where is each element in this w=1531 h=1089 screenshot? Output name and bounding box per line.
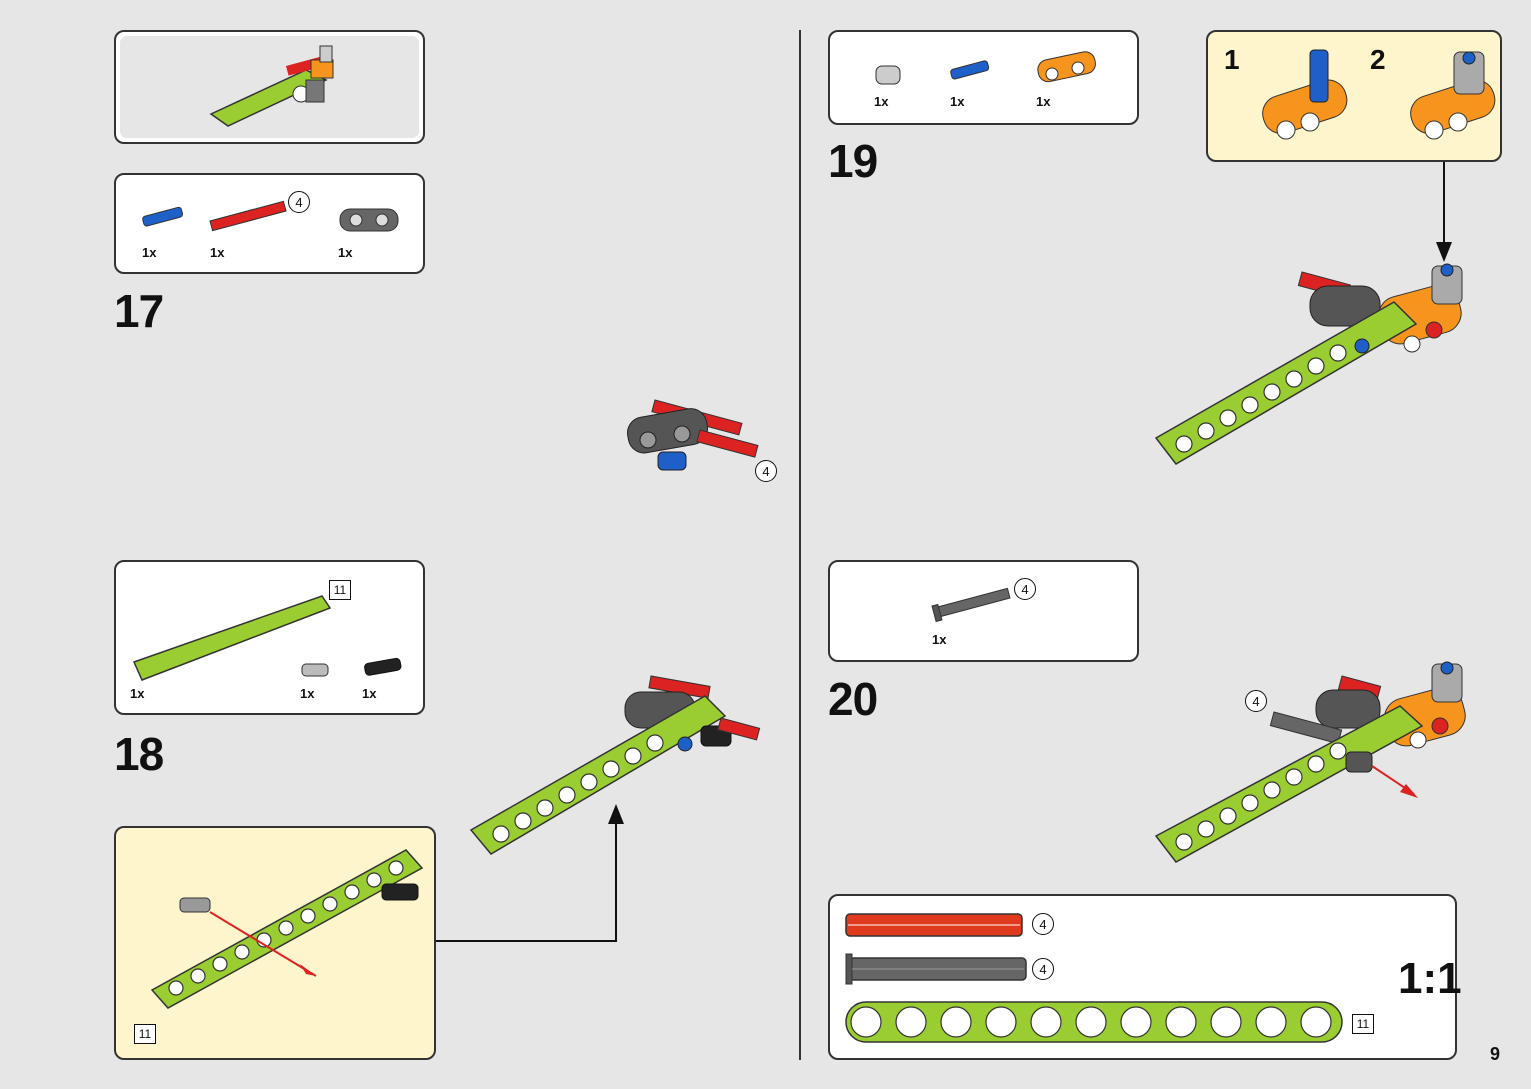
gray-connector-icon bbox=[339, 208, 399, 232]
scale-badge: 4 bbox=[1032, 958, 1054, 980]
step-19-assembly bbox=[1154, 263, 1463, 465]
previous-model-image bbox=[209, 45, 334, 127]
page-divider bbox=[799, 30, 801, 1060]
step-17-assembly bbox=[627, 399, 759, 471]
orange-connector-icon bbox=[1037, 51, 1096, 83]
scale-label: 1:1 bbox=[1398, 954, 1462, 1003]
scale-badge: 11 bbox=[1352, 1014, 1374, 1034]
red-axle-icon bbox=[209, 200, 287, 232]
subassembly-beam-badge: 11 bbox=[134, 1024, 156, 1044]
beam-length-badge: 11 bbox=[329, 580, 351, 600]
previous-model-box bbox=[114, 30, 425, 144]
step-20-parts-box: 4 1x bbox=[828, 560, 1139, 662]
sub-step-2: 2 bbox=[1370, 44, 1386, 75]
step-19-drop-arrow bbox=[1436, 162, 1452, 262]
step-20-assembly bbox=[1154, 661, 1466, 863]
part-qty: 1x bbox=[1036, 94, 1051, 109]
step-19-parts-box: 1x 1x 1x bbox=[828, 30, 1139, 125]
scale-reference-box: 4 4 11 1:1 bbox=[828, 894, 1462, 1060]
step-number-19: 19 bbox=[828, 135, 878, 187]
step-18-subassembly-box: 11 bbox=[114, 826, 436, 1060]
part-qty: 1x bbox=[210, 245, 225, 260]
page-number: 9 bbox=[1490, 1044, 1501, 1064]
axle-length-badge: 4 bbox=[288, 191, 310, 213]
part-qty: 1x bbox=[950, 94, 965, 109]
part-qty: 1x bbox=[130, 686, 145, 701]
blue-axle-pin-icon bbox=[950, 60, 990, 80]
step-17-parts-box: 1x 4 1x 1x bbox=[114, 173, 425, 274]
axle-length-badge: 4 bbox=[1014, 578, 1036, 600]
part-qty: 1x bbox=[362, 686, 377, 701]
step-18-assembly bbox=[469, 675, 761, 855]
lime-beam-11-scale bbox=[845, 1001, 1343, 1043]
sub-step-2-image bbox=[1410, 51, 1496, 140]
red-axle-4-scale bbox=[845, 913, 1023, 937]
part-qty: 1x bbox=[932, 632, 947, 647]
step-18-parts-box: 11 1x 1x 1x bbox=[114, 560, 425, 715]
step-number-20: 20 bbox=[828, 673, 878, 725]
subassembly-beam bbox=[150, 849, 424, 1009]
lime-beam-icon bbox=[132, 595, 332, 681]
sub-step-1-image bbox=[1262, 49, 1348, 140]
subassembly-connector-arrow bbox=[436, 804, 624, 942]
step-number-18: 18 bbox=[114, 728, 164, 780]
part-qty: 1x bbox=[338, 245, 353, 260]
gray-axle-4-scale bbox=[845, 953, 1027, 985]
black-pin-icon bbox=[364, 657, 402, 676]
callout-count-badge: 4 bbox=[755, 460, 777, 482]
callout-count-badge: 4 bbox=[1245, 690, 1267, 712]
step-number-17: 17 bbox=[114, 285, 164, 337]
gray-bush-icon bbox=[875, 65, 901, 85]
part-qty: 1x bbox=[300, 686, 315, 701]
sub-step-1: 1 bbox=[1224, 44, 1240, 75]
gray-pin-icon bbox=[301, 663, 329, 677]
part-qty: 1x bbox=[874, 94, 889, 109]
blue-pin-icon bbox=[142, 206, 184, 227]
part-qty: 1x bbox=[142, 245, 157, 260]
step-19-subassembly-box: 1 2 bbox=[1206, 30, 1502, 162]
gray-axle-icon bbox=[931, 587, 1011, 623]
scale-badge: 4 bbox=[1032, 913, 1054, 935]
